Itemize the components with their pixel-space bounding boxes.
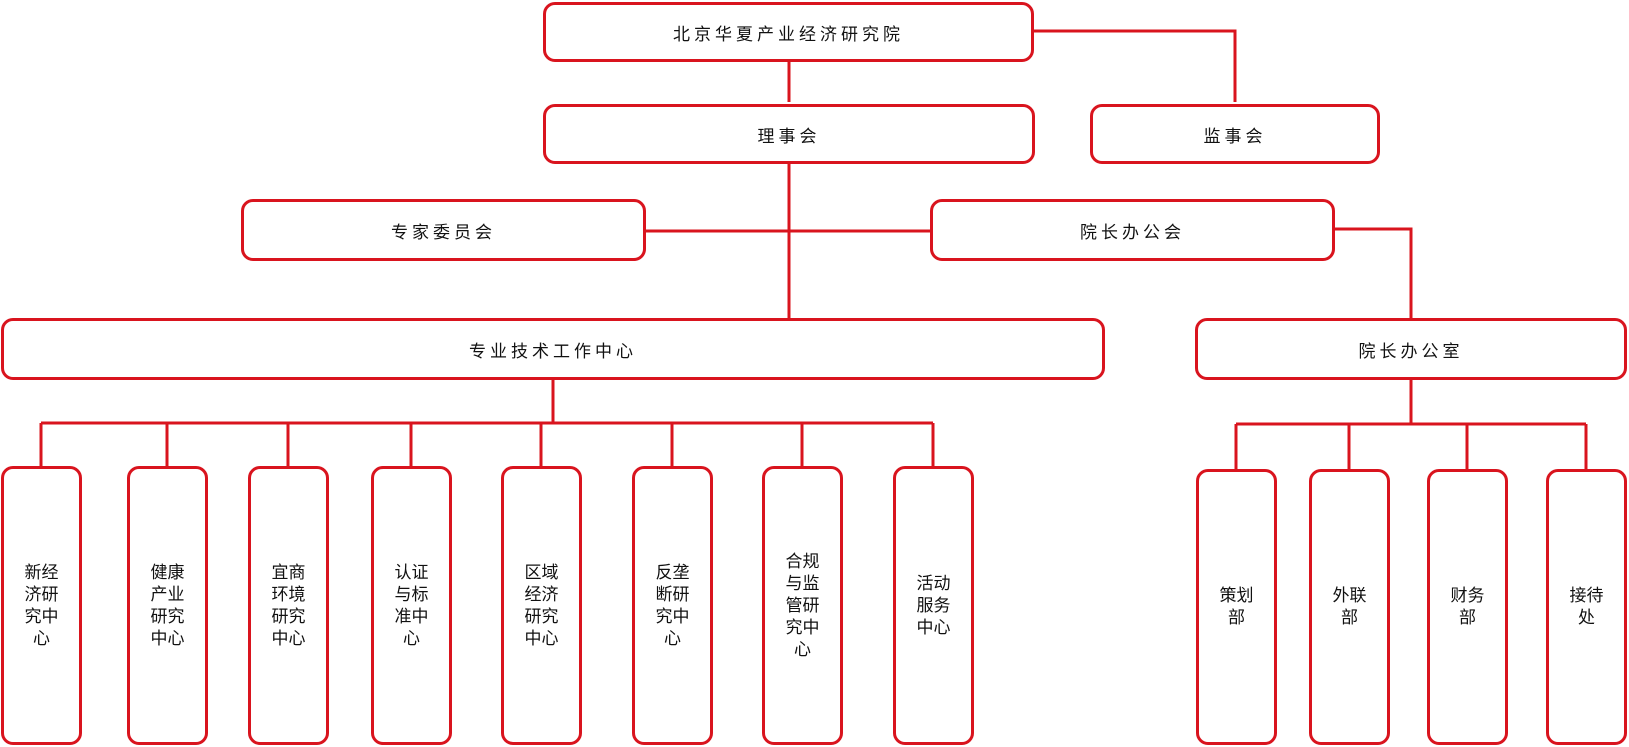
- node-dept-1-label: 策划部: [1219, 586, 1254, 628]
- node-tech-center-label: 专业技术工作中心: [469, 341, 637, 362]
- node-center-4-label: 认证与标准中心: [394, 562, 429, 649]
- node-council-label: 理事会: [757, 126, 821, 147]
- node-council: 理事会: [543, 104, 1035, 164]
- line-meeting-office: [1335, 227, 1413, 318]
- node-center-4: 认证与标准中心: [371, 466, 452, 745]
- node-center-6: 反垄断研究中心: [632, 466, 713, 745]
- node-center-3-label: 宜商环境研究中心: [271, 562, 306, 649]
- node-institute-label: 北京华夏产业经济研究院: [673, 24, 904, 45]
- node-center-5: 区域经济研究中心: [501, 466, 582, 745]
- node-tech-center: 专业技术工作中心: [1, 318, 1105, 380]
- node-presidents-office-label: 院长办公室: [1358, 341, 1464, 362]
- node-presidents-office: 院长办公室: [1195, 318, 1627, 380]
- node-presidents-meeting: 院长办公会: [930, 199, 1335, 261]
- node-supervisors-label: 监事会: [1203, 126, 1267, 147]
- node-center-3: 宜商环境研究中心: [248, 466, 329, 745]
- node-center-8-label: 活动服务中心: [916, 573, 951, 638]
- node-dept-2: 外联部: [1309, 469, 1390, 745]
- node-center-2: 健康产业研究中心: [127, 466, 208, 745]
- node-center-1-label: 新经济研究中心: [24, 562, 59, 649]
- node-center-8: 活动服务中心: [893, 466, 974, 745]
- line-institute-supervisors: [1034, 29, 1237, 102]
- node-dept-3-label: 财务部: [1450, 586, 1485, 628]
- node-dept-2-label: 外联部: [1332, 586, 1367, 628]
- node-dept-4: 接待处: [1546, 469, 1627, 745]
- node-center-7: 合规与监管研究中心: [762, 466, 843, 745]
- node-dept-3: 财务部: [1427, 469, 1508, 745]
- node-center-6-label: 反垄断研究中心: [655, 562, 690, 649]
- node-center-2-label: 健康产业研究中心: [150, 562, 185, 649]
- node-experts-label: 专家委员会: [391, 222, 496, 243]
- node-dept-1: 策划部: [1196, 469, 1277, 745]
- node-center-5-label: 区域经济研究中心: [524, 562, 559, 649]
- node-supervisors: 监事会: [1090, 104, 1380, 164]
- node-center-7-label: 合规与监管研究中心: [785, 551, 820, 660]
- node-center-1: 新经济研究中心: [1, 466, 82, 745]
- node-presidents-meeting-label: 院长办公会: [1080, 222, 1185, 243]
- node-experts: 专家委员会: [241, 199, 646, 261]
- node-dept-4-label: 接待处: [1569, 586, 1604, 628]
- node-institute: 北京华夏产业经济研究院: [543, 2, 1034, 62]
